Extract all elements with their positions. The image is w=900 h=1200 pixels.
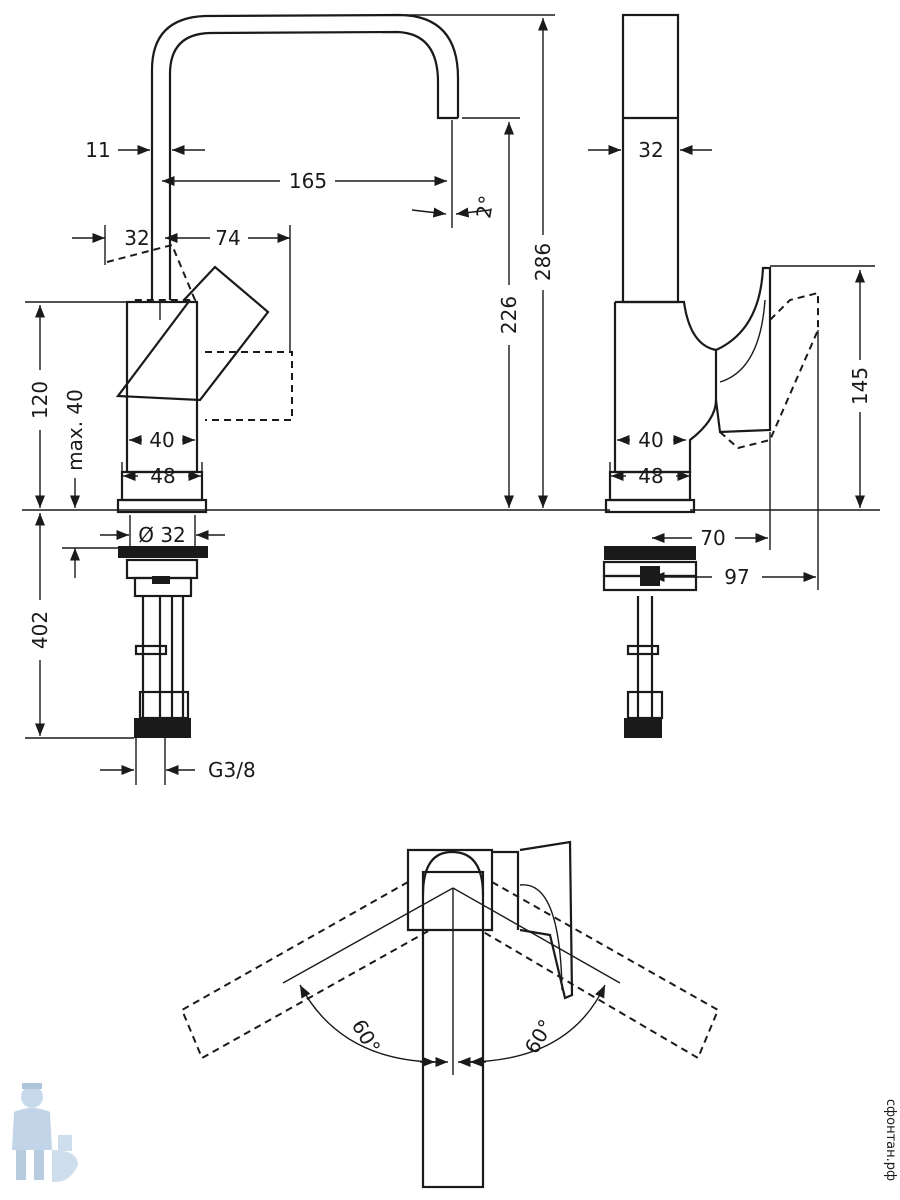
side-lever [714, 266, 772, 434]
dim-120: 120 [28, 381, 52, 419]
dim-40-front: 40 [149, 428, 174, 452]
dim-11: 11 [85, 138, 110, 162]
dim-145: 145 [848, 367, 872, 405]
dim-32-side: 32 [638, 138, 663, 162]
dim-97: 97 [724, 565, 749, 589]
dim-48-front: 48 [150, 464, 175, 488]
side-view [602, 13, 819, 738]
top-view [180, 840, 720, 1189]
front-spout-inner [168, 30, 458, 300]
dim-40-side: 40 [638, 428, 663, 452]
dim-60-right: 60° [520, 1015, 559, 1058]
dim-74: 74 [215, 226, 240, 250]
dim-48-side: 48 [638, 464, 663, 488]
front-view [106, 13, 460, 738]
dim-g3-8: G3/8 [208, 758, 256, 782]
front-lever [115, 265, 270, 402]
dim-max-40: max. 40 [63, 389, 87, 471]
top-lever [519, 840, 574, 1000]
watermark-text: сфонтан.рф [883, 1099, 898, 1181]
dimension-lines [22, 14, 880, 1068]
dim-165: 165 [289, 169, 327, 193]
dim-60-left: 60° [347, 1015, 386, 1058]
dim-70: 70 [700, 526, 725, 550]
dim-402: 402 [28, 611, 52, 649]
dim-2deg: 2° [471, 194, 499, 221]
side-body [613, 300, 718, 474]
dim-286: 286 [531, 243, 555, 281]
dim-226: 226 [497, 296, 521, 334]
dim-32-front: 32 [124, 226, 149, 250]
front-spout-outer [150, 13, 460, 300]
dimension-labels: 11 165 2° 32 74 120 max. 40 40 48 226 28… [28, 138, 872, 1058]
plumber-mascot-icon [12, 1083, 78, 1182]
dim-diameter-32: Ø 32 [138, 523, 186, 547]
